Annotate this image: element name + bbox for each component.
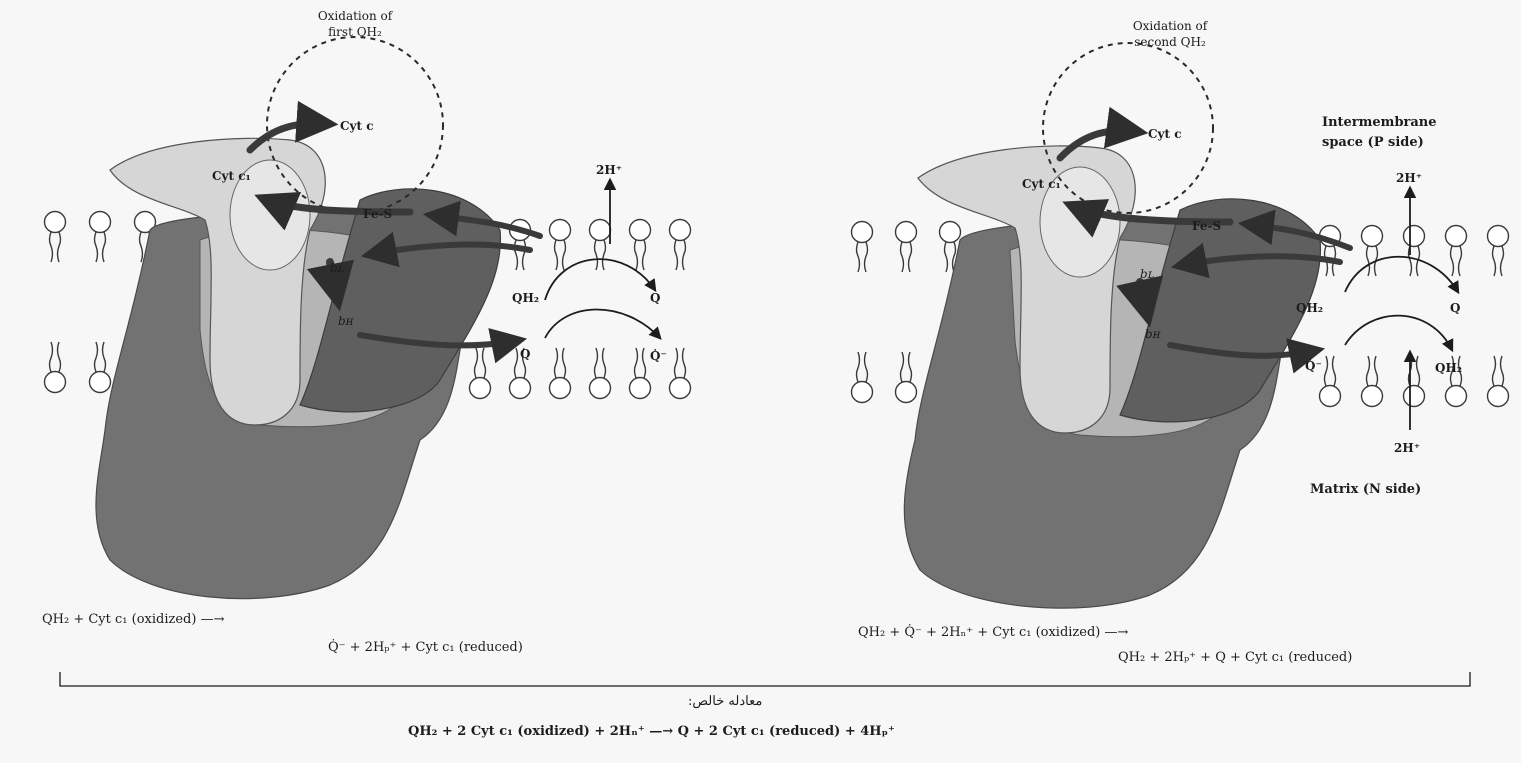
left-equation-line2: Q̇⁻ + 2Hₚ⁺ + Cyt c₁ (reduced) (328, 640, 523, 655)
right-equation-line1: QH₂ + Q̇⁻ + 2Hₙ⁺ + Cyt c₁ (oxidized) —→ (858, 625, 1128, 640)
n-side-label: Matrix (N side) (1310, 482, 1421, 497)
right-bl-label: bʟ (1140, 267, 1155, 281)
right-panel: Oxidation of second QH₂ Cyt c Cyt c₁ Fe-… (852, 19, 1509, 608)
right-cyt-c-label: Cyt c (1148, 127, 1182, 141)
net-equation: QH₂ + 2 Cyt c₁ (oxidized) + 2Hₙ⁺ —→ Q + … (408, 724, 895, 739)
left-equation-line1: QH₂ + Cyt c₁ (oxidized) —→ (42, 612, 224, 627)
right-qh2-bottom-label: QH₂ (1435, 361, 1462, 375)
right-cyt-c1-label: Cyt c₁ (1022, 177, 1061, 191)
left-q-radical-label: Q̇⁻ (650, 348, 667, 363)
left-2h-out-label: 2H⁺ (596, 163, 622, 177)
left-bl-label: bʟ (330, 261, 345, 275)
right-2h-in-label: 2H⁺ (1394, 441, 1420, 455)
right-2h-out-label: 2H⁺ (1396, 171, 1422, 185)
left-cyt-c-label: Cyt c (340, 119, 374, 133)
right-q-top-label: Q (1450, 301, 1460, 315)
right-q-radical-label: Q̇⁻ (1305, 358, 1322, 373)
left-q-bottom-label: Q (520, 347, 530, 361)
left-bh-label: bʜ (338, 314, 354, 328)
left-cyt-c1-label: Cyt c₁ (212, 169, 251, 183)
p-side-label-line2: space (P side) (1322, 135, 1424, 150)
right-title-line1: Oxidation of (1133, 19, 1209, 33)
right-qh2-top-label: QH₂ (1296, 301, 1323, 315)
right-fes-label: Fe-S (1192, 219, 1221, 233)
right-bh-label: bʜ (1145, 327, 1161, 341)
right-title-line2: second QH₂ (1134, 35, 1206, 49)
left-panel: Oxidation of first QH₂ Cyt c Cyt c₁ Fe-S… (45, 9, 691, 599)
p-side-label-line1: Intermembrane (1322, 115, 1437, 130)
left-title-line1: Oxidation of (318, 9, 394, 23)
left-fes-label: Fe-S (363, 207, 392, 221)
net-equation-label: معادله خالص: (688, 694, 762, 709)
left-title-line2: first QH₂ (328, 25, 382, 39)
left-qh2-label: QH₂ (512, 291, 539, 305)
right-equation-line2: QH₂ + 2Hₚ⁺ + Q + Cyt c₁ (reduced) (1118, 650, 1352, 665)
left-q-top-label: Q (650, 291, 660, 305)
net-equation-bracket (60, 672, 1470, 686)
